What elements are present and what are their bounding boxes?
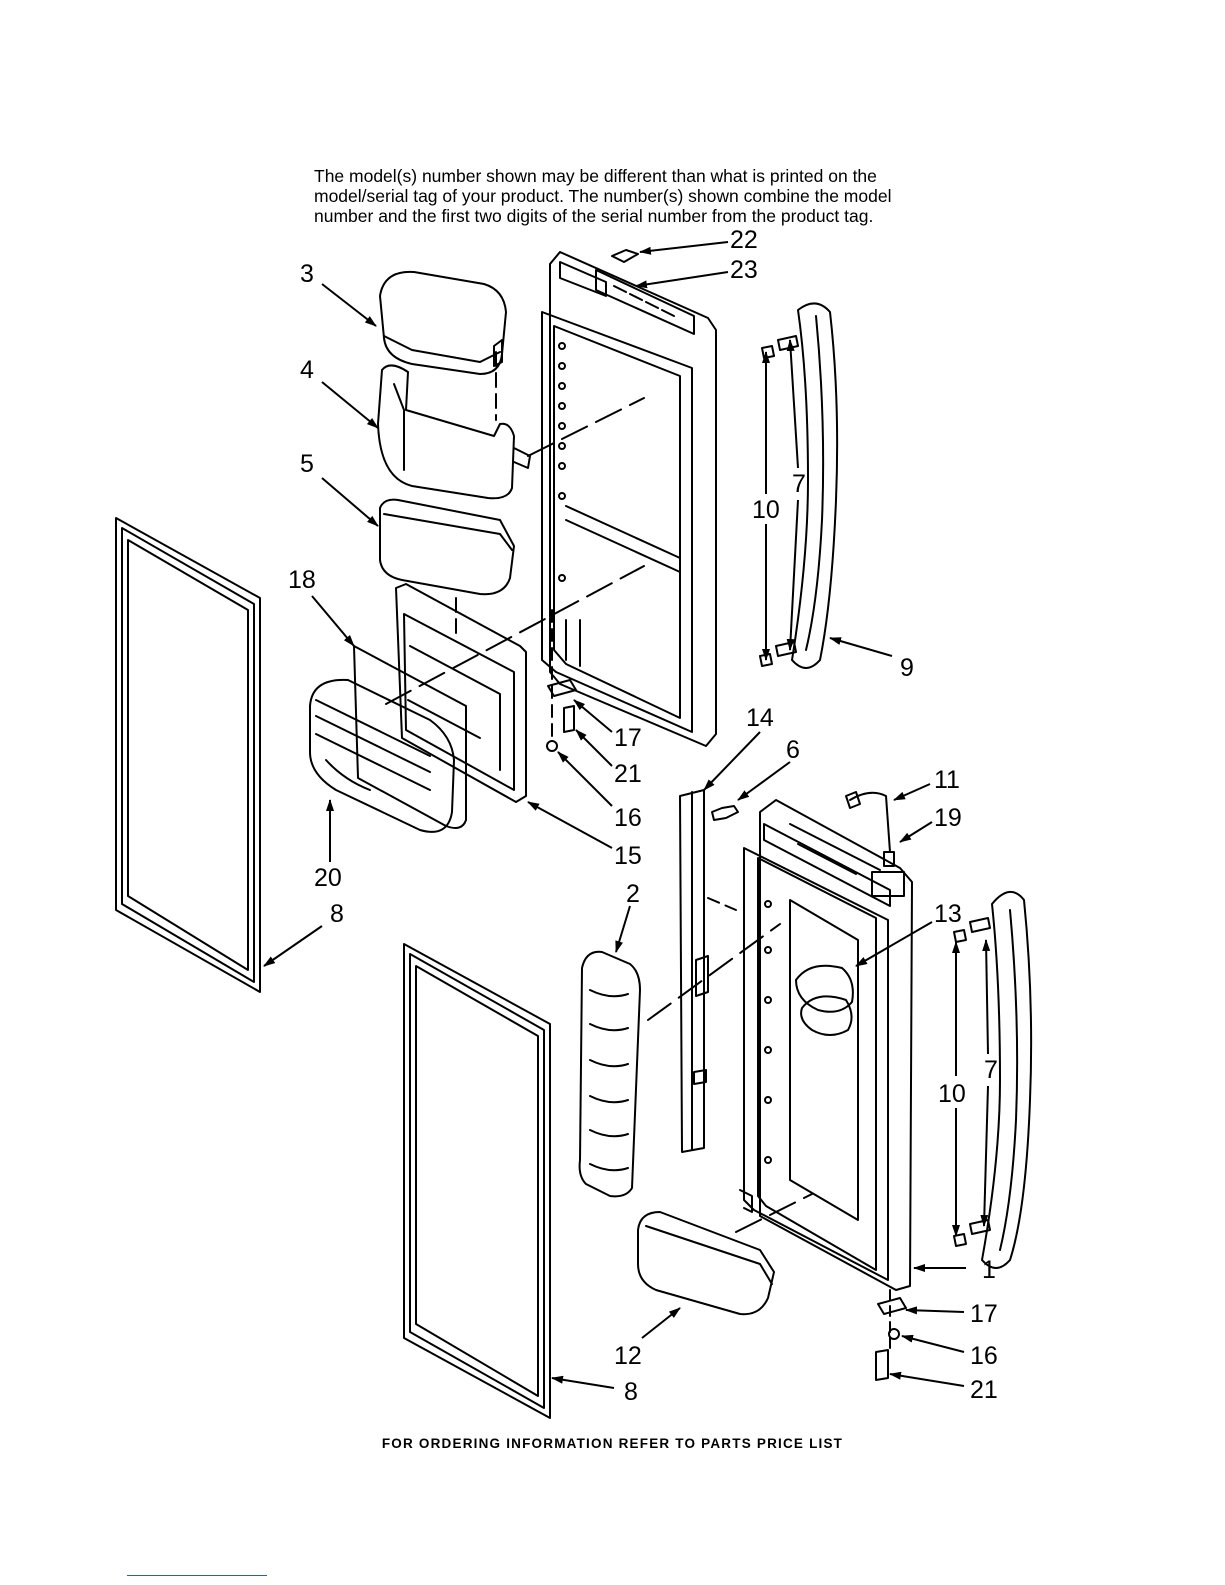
leader-9 <box>829 637 893 657</box>
hinge-cap <box>611 249 639 263</box>
leader-8a <box>263 925 323 967</box>
ice-dispenser-housing <box>395 583 527 803</box>
leader-16b <box>901 1334 965 1353</box>
leader-11 <box>893 783 931 801</box>
leader-6 <box>737 761 791 801</box>
hinge-screw-upper <box>563 705 575 733</box>
leader-16a <box>557 751 613 807</box>
callout-14: 14 <box>746 704 774 732</box>
door-bin-upper <box>377 351 531 500</box>
callout-8-left: 8 <box>330 900 344 928</box>
hinge-shim-lower <box>877 1297 907 1315</box>
notice-line-3: number and the first two digits of the s… <box>314 206 874 226</box>
callout-7-upper: 7 <box>792 470 806 498</box>
callout-12: 12 <box>614 1342 642 1370</box>
leader-7b-down <box>980 1085 989 1227</box>
leader-17a <box>573 699 613 733</box>
bottle-rack <box>578 950 641 1198</box>
callout-22: 22 <box>730 226 758 254</box>
leader-4 <box>321 381 379 429</box>
callout-7-lower: 7 <box>984 1056 998 1084</box>
hinge-bushing-upper <box>546 740 558 752</box>
leader-12 <box>641 1307 681 1339</box>
notice-line-2: model/serial tag of your product. The nu… <box>314 186 892 206</box>
leader-7b-up <box>982 939 991 1055</box>
callout-2: 2 <box>626 880 640 908</box>
handle-screw-lower-1 <box>953 917 991 943</box>
bin-cover <box>379 270 507 375</box>
leader-19 <box>899 821 933 843</box>
mullion-screw <box>711 805 739 821</box>
dispenser-frame <box>353 645 467 829</box>
center-mullion <box>679 789 709 1153</box>
leader-7a-down <box>786 499 799 651</box>
callout-23: 23 <box>730 256 758 284</box>
callout-17-lower: 17 <box>970 1300 998 1328</box>
model-number-notice: The model(s) number shown may be differe… <box>314 166 974 226</box>
leader-17b <box>905 1306 965 1315</box>
leader-22 <box>639 241 729 255</box>
callout-5: 5 <box>300 450 314 478</box>
callout-8-lower: 8 <box>624 1378 638 1406</box>
door-handle-upper <box>791 302 839 669</box>
door-gasket-left <box>115 517 261 993</box>
callout-13: 13 <box>934 900 962 928</box>
notice-line-1: The model(s) number shown may be differe… <box>314 166 877 186</box>
callout-11: 11 <box>934 766 960 794</box>
callout-16-upper: 16 <box>614 804 642 832</box>
callout-6: 6 <box>786 736 800 764</box>
callout-4: 4 <box>300 356 314 384</box>
dispenser-cover <box>309 678 455 833</box>
leader-21b <box>889 1371 965 1387</box>
callout-16-lower: 16 <box>970 1342 998 1370</box>
door-bin-lower <box>637 1211 775 1316</box>
leader-23 <box>635 271 729 289</box>
callout-19: 19 <box>934 804 962 832</box>
callout-18: 18 <box>288 566 316 594</box>
handle-screw-upper-1 <box>761 335 799 359</box>
callout-20: 20 <box>314 864 342 892</box>
callout-9: 9 <box>900 654 914 682</box>
leader-14 <box>703 731 761 791</box>
leader-13 <box>855 921 933 967</box>
callout-15: 15 <box>614 842 642 870</box>
callout-3: 3 <box>300 260 314 288</box>
callout-21-upper: 21 <box>614 760 642 788</box>
water-tube <box>845 791 905 897</box>
callout-1: 1 <box>982 1256 996 1284</box>
leader-18 <box>311 595 355 647</box>
door-gasket-lower <box>403 943 551 1419</box>
leader-7a-up <box>786 339 799 469</box>
leader-2 <box>615 905 631 953</box>
hinge-bushing-lower <box>888 1328 900 1340</box>
hinge-screw-lower <box>875 1349 889 1381</box>
page-link-underline[interactable] <box>127 1575 267 1576</box>
leader-8b <box>551 1375 615 1389</box>
upper-door-liner <box>541 251 717 747</box>
door-bin-middle <box>379 498 515 596</box>
door-handle-lower <box>981 891 1033 1269</box>
leader-5 <box>321 477 379 527</box>
leader-3 <box>321 283 377 327</box>
callout-10-lower: 10 <box>938 1080 966 1108</box>
callout-10-upper: 10 <box>752 496 780 524</box>
lower-door-liner <box>739 799 913 1291</box>
leader-15 <box>527 801 613 849</box>
callout-17-upper: 17 <box>614 724 642 752</box>
leader-21a <box>575 729 613 767</box>
ordering-info-footer: FOR ORDERING INFORMATION REFER TO PARTS … <box>381 1436 844 1451</box>
callout-21-lower: 21 <box>970 1376 998 1404</box>
